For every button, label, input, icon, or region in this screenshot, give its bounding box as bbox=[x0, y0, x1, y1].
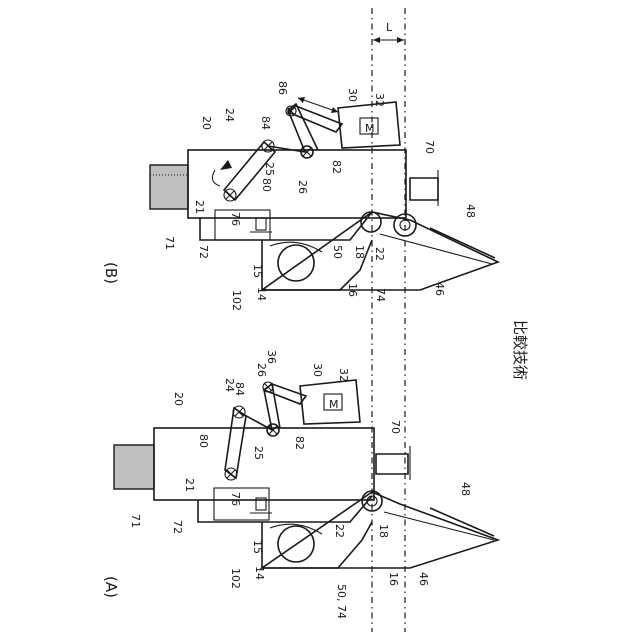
label-70: 70 bbox=[389, 420, 402, 434]
label-14: 14 bbox=[255, 287, 268, 301]
bolt-76 bbox=[256, 218, 266, 230]
label-84: 84 bbox=[233, 382, 246, 396]
label-76: 76 bbox=[229, 492, 242, 506]
label-50-74: 50, 74 bbox=[335, 584, 348, 619]
label-71: 71 bbox=[163, 236, 176, 250]
label-48: 48 bbox=[464, 204, 477, 218]
rotation-arrow bbox=[212, 170, 220, 186]
label-25: 25 bbox=[263, 162, 276, 176]
label-30: 30 bbox=[346, 88, 359, 102]
label-36: 36 bbox=[265, 350, 278, 364]
label-46: 46 bbox=[417, 572, 430, 586]
label-18: 18 bbox=[353, 245, 366, 259]
label-22: 22 bbox=[373, 247, 386, 261]
label-L: L bbox=[386, 21, 393, 34]
counterweight-71 bbox=[114, 445, 154, 489]
label-24: 24 bbox=[223, 108, 236, 122]
support-70 bbox=[376, 454, 408, 474]
support-70 bbox=[410, 178, 438, 200]
label-71: 71 bbox=[129, 514, 142, 528]
motor-label: M bbox=[365, 122, 375, 135]
label-14: 14 bbox=[253, 566, 266, 580]
label-80: 80 bbox=[260, 178, 273, 192]
label-22: 22 bbox=[333, 524, 346, 538]
label-76: 76 bbox=[229, 212, 242, 226]
label-15: 15 bbox=[251, 264, 264, 278]
label-72: 72 bbox=[197, 245, 210, 259]
label-80: 80 bbox=[197, 434, 210, 448]
label-16: 16 bbox=[387, 572, 400, 586]
label-82: 82 bbox=[293, 436, 306, 450]
label-26: 26 bbox=[255, 363, 268, 377]
label-86: 86 bbox=[276, 81, 289, 95]
label-20: 20 bbox=[200, 116, 213, 130]
bracket-72 bbox=[200, 212, 372, 240]
arrowhead-left bbox=[373, 37, 380, 43]
arrowhead-right bbox=[397, 37, 404, 43]
label-21: 21 bbox=[193, 200, 206, 214]
label-70: 70 bbox=[423, 140, 436, 154]
liner-48 bbox=[384, 512, 494, 540]
caption: 比較技術 bbox=[511, 320, 529, 380]
link-25 bbox=[225, 408, 246, 478]
label-15: 15 bbox=[251, 540, 264, 554]
label-25: 25 bbox=[252, 446, 265, 460]
label-72: 72 bbox=[171, 520, 184, 534]
label-32: 32 bbox=[373, 93, 386, 107]
label-32: 32 bbox=[337, 368, 350, 382]
motor-label: M bbox=[329, 398, 339, 411]
label-102: 102 bbox=[229, 568, 242, 589]
label-26: 26 bbox=[296, 180, 309, 194]
label-16: 16 bbox=[346, 283, 359, 297]
label-46: 46 bbox=[433, 282, 446, 296]
label-20: 20 bbox=[172, 392, 185, 406]
label-74: 74 bbox=[374, 288, 387, 302]
figure-a-label: (A) bbox=[102, 576, 120, 598]
label-21: 21 bbox=[183, 478, 196, 492]
label-30: 30 bbox=[311, 363, 324, 377]
label-82: 82 bbox=[330, 160, 343, 174]
counterweight-71 bbox=[150, 165, 188, 209]
label-50: 50 bbox=[331, 245, 344, 259]
figure-b: L 86 30 32 24 20 84 25 26 82 80 70 71 72… bbox=[102, 21, 498, 311]
figure-a: 36 26 30 32 24 84 20 80 25 82 70 71 72 2… bbox=[102, 350, 498, 619]
label-102: 102 bbox=[230, 290, 243, 311]
label-84: 84 bbox=[259, 116, 272, 130]
figure-b-label: (B) bbox=[102, 262, 120, 284]
label-18: 18 bbox=[377, 524, 390, 538]
label-48: 48 bbox=[459, 482, 472, 496]
